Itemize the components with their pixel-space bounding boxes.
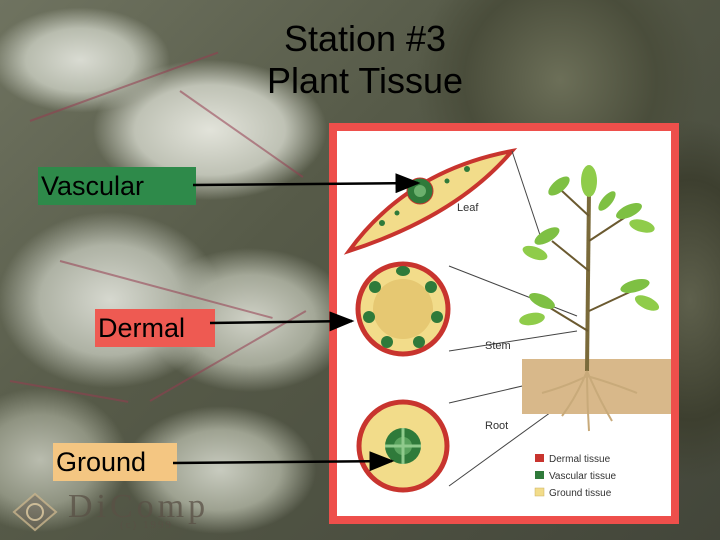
vascular-arrow <box>192 173 421 194</box>
legend-vascular: Vascular tissue <box>549 471 617 482</box>
plant-illustration <box>519 165 660 432</box>
plant-diagram: Leaf Stem Root <box>343 147 671 499</box>
stem-caption: Stem <box>485 340 511 352</box>
dermal-label: Dermal <box>95 309 215 347</box>
legend-swatch-dermal <box>535 454 544 462</box>
stem-cross-section <box>355 261 451 357</box>
root-caption: Root <box>485 420 508 432</box>
figure-panel: Leaf Stem Root <box>337 131 671 516</box>
legend-swatch-ground <box>534 487 545 497</box>
title-line-1: Station #3 <box>283 18 447 59</box>
vascular-label: Vascular <box>38 167 196 205</box>
logo-text: DiComp <box>68 488 210 525</box>
leaf-caption: Leaf <box>457 202 479 214</box>
ground-arrow <box>172 451 395 472</box>
dermal-arrow <box>209 311 355 332</box>
title-line-2: Plant Tissue <box>266 60 464 101</box>
legend-ground: Ground tissue <box>549 488 612 499</box>
logo-mark-icon <box>12 492 58 532</box>
legend-dermal: Dermal tissue <box>549 454 611 465</box>
dicomp-logo: DiComp (c) 1999 <box>8 488 238 536</box>
ground-label: Ground <box>53 443 177 481</box>
legend-swatch-vascular <box>535 471 544 479</box>
legend: Dermal tissue Vascular tissue Ground tis… <box>534 454 617 499</box>
logo-copyright: (c) 1999 <box>120 519 173 531</box>
slide-title: Station #3 Plant Tissue <box>220 18 510 102</box>
soil <box>522 359 671 414</box>
